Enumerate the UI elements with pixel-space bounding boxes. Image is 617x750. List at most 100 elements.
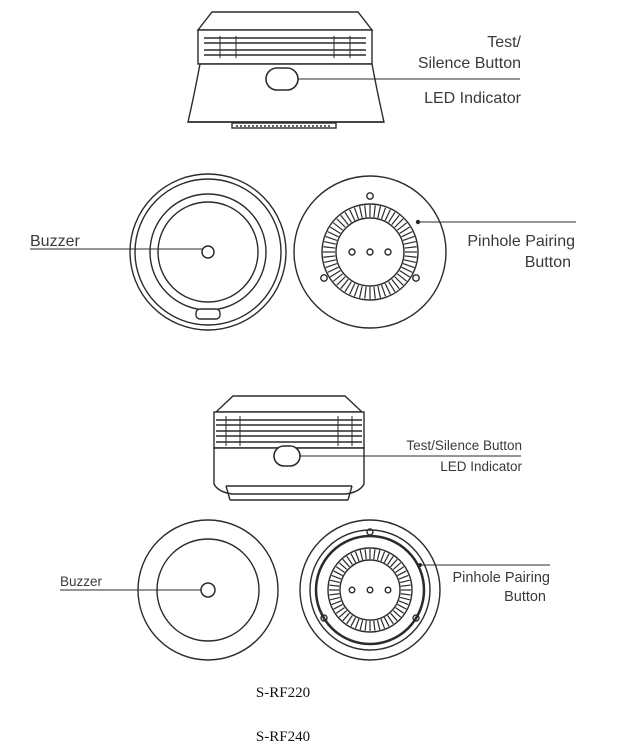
vent-tick xyxy=(384,283,391,295)
vent-tick xyxy=(340,214,349,226)
vent-tick xyxy=(387,615,394,625)
vent-tick xyxy=(388,211,396,223)
vent-tick xyxy=(358,206,363,219)
vent-tick xyxy=(330,579,341,584)
vent-tick xyxy=(392,562,402,570)
test-silence-button-icon xyxy=(265,67,299,91)
model-caption-1: S-RF220 xyxy=(256,685,310,701)
vent-tick xyxy=(397,570,407,577)
vent-tick xyxy=(338,610,348,618)
vent-tick xyxy=(373,286,376,299)
vent-tick xyxy=(338,562,348,570)
vent-tick xyxy=(404,255,417,258)
vent-tick xyxy=(384,209,391,221)
vent-tick xyxy=(401,231,413,238)
vent-tick xyxy=(402,235,415,242)
vent-tick xyxy=(342,612,350,622)
vent-tick xyxy=(401,266,413,273)
vent-tick xyxy=(330,596,341,601)
vent-tick xyxy=(324,240,337,245)
vent-tick xyxy=(396,222,408,231)
model-caption-2: S-RF240 xyxy=(256,729,310,745)
vent-tick xyxy=(391,214,400,226)
vent-tick xyxy=(329,593,340,596)
vent-tick xyxy=(359,619,364,630)
vent-tick xyxy=(335,607,345,614)
vent-tick xyxy=(324,259,337,264)
vent-tick xyxy=(358,285,363,298)
buzzer-label-2: Buzzer xyxy=(60,574,103,589)
pinhole-label-2-line1: Pinhole Pairing xyxy=(452,570,550,586)
vent-tick xyxy=(387,555,394,565)
detector-2-back-view xyxy=(299,519,441,661)
vent-tick xyxy=(344,281,352,293)
test-silence-label-line2: Silence Button xyxy=(418,55,521,72)
detector-2-side-view xyxy=(213,395,365,501)
vent-tick xyxy=(399,270,411,278)
pinhole-label-1-line2: Button xyxy=(525,254,571,271)
pinhole-pairing-button-icon-1 xyxy=(415,219,421,225)
vent-tick xyxy=(392,610,402,618)
vent-tick xyxy=(323,255,336,258)
vent-tick xyxy=(353,284,360,297)
vent-tick xyxy=(402,262,415,269)
vent-tick xyxy=(333,570,343,577)
vent-tick xyxy=(342,558,350,568)
vent-tick xyxy=(399,596,410,601)
vent-tick xyxy=(380,207,387,220)
vent-tick xyxy=(354,618,360,629)
vent-tick xyxy=(340,278,349,290)
vent-tick xyxy=(373,549,376,560)
vent-tick xyxy=(373,205,376,218)
vent-tick xyxy=(380,551,386,562)
vent-tick xyxy=(380,618,386,629)
buzzer-label-1: Buzzer xyxy=(30,233,80,250)
vent-tick xyxy=(350,617,357,627)
pinhole-label-1-line1: Pinhole Pairing xyxy=(467,233,575,250)
detector-1-bottom-view xyxy=(129,173,287,331)
vent-tick xyxy=(395,566,405,573)
vent-tick xyxy=(364,286,367,299)
vent-tick xyxy=(400,593,411,596)
vent-tick xyxy=(344,211,352,223)
pinhole-label-2-line2: Button xyxy=(504,589,546,605)
vent-tick xyxy=(373,620,376,631)
test-silence-label-line1: Test/ xyxy=(487,34,521,51)
vent-tick xyxy=(329,584,340,587)
vent-tick xyxy=(336,276,346,286)
vent-tick xyxy=(390,558,398,568)
vent-tick xyxy=(390,612,398,622)
vent-tick xyxy=(399,226,411,234)
vent-tick xyxy=(331,600,342,606)
vent-tick xyxy=(329,226,341,234)
vent-tick xyxy=(394,276,404,286)
test-silence-button-icon-2 xyxy=(273,445,301,467)
vent-ticks-2 xyxy=(329,549,411,631)
detector-1-side-view xyxy=(187,11,385,129)
vent-tick xyxy=(353,207,360,220)
vent-tick xyxy=(380,284,387,297)
vent-tick xyxy=(364,549,367,560)
buzzer-icon-2 xyxy=(200,582,216,598)
vent-tick xyxy=(332,222,344,231)
vent-tick xyxy=(346,615,353,625)
vent-tick xyxy=(398,574,409,580)
vent-tick xyxy=(335,566,345,573)
vent-tick xyxy=(325,262,338,269)
led-indicator-label-2: LED Indicator xyxy=(440,459,522,474)
vent-tick xyxy=(364,620,367,631)
vent-ticks-1 xyxy=(323,205,417,299)
vent-tick xyxy=(376,550,381,561)
vent-tick xyxy=(397,603,407,610)
vent-tick xyxy=(403,240,416,245)
vent-tick xyxy=(350,553,357,563)
vent-tick xyxy=(346,555,353,565)
vent-tick xyxy=(329,270,341,278)
vent-tick xyxy=(377,285,382,298)
vent-tick xyxy=(364,205,367,218)
vent-tick xyxy=(398,600,409,606)
vent-tick xyxy=(349,283,356,295)
vent-tick xyxy=(359,550,364,561)
vent-tick xyxy=(400,584,411,587)
